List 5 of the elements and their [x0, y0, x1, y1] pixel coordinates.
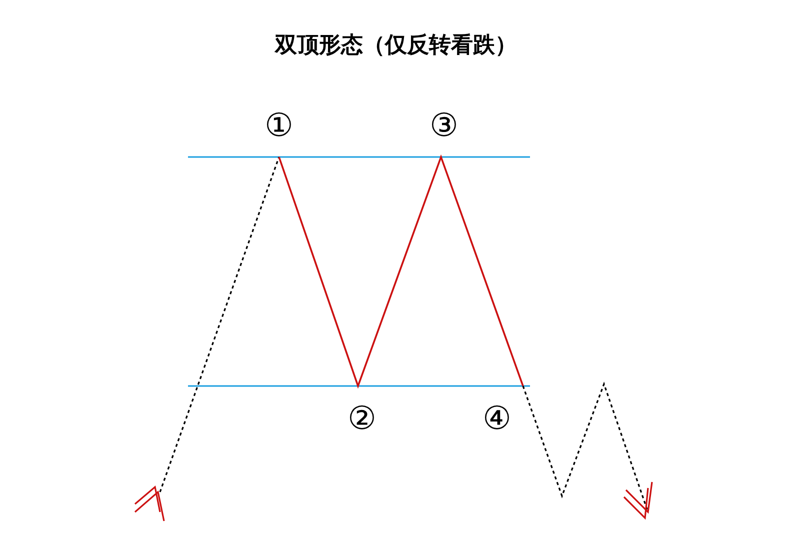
point-number: ④ [482, 400, 512, 436]
point-number: ② [348, 400, 376, 436]
point-number: ① [264, 107, 294, 143]
chart-title: 双顶形态（仅反转看跌） [274, 32, 518, 60]
point-number: ③ [430, 107, 458, 143]
